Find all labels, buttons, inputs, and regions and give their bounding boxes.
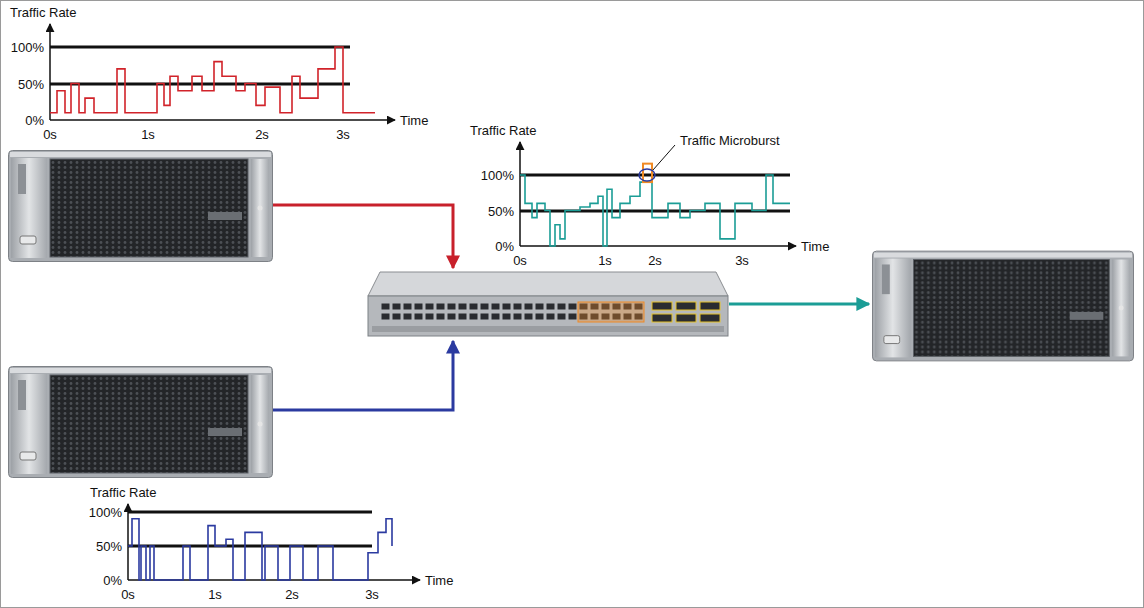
reference-line — [50, 83, 350, 86]
traffic-chart — [50, 24, 395, 120]
traffic-line — [128, 519, 392, 580]
axis-value: 0% — [25, 113, 44, 128]
axis-value: 0% — [103, 573, 122, 588]
time-tick: 1s — [141, 127, 155, 142]
server — [9, 367, 273, 478]
time-tick: 0s — [121, 587, 135, 602]
traffic-line — [520, 175, 790, 246]
switch-ports — [578, 302, 644, 322]
x-axis — [520, 245, 796, 247]
axis-title: Traffic Rate — [90, 485, 156, 500]
time-tick: 0s — [43, 127, 57, 142]
traffic-chart — [128, 504, 420, 580]
switch-front — [368, 296, 728, 336]
y-axis — [519, 142, 521, 246]
traffic-chart — [520, 142, 796, 246]
time-tick: 0s — [513, 253, 527, 268]
time-tick: 2s — [255, 127, 269, 142]
axis-value: 100% — [481, 168, 514, 183]
qsfp-port — [700, 314, 720, 322]
microburst-bar — [643, 164, 652, 182]
time-tick: 3s — [735, 253, 749, 268]
switch-ports — [380, 302, 644, 322]
axis-title: Traffic Rate — [470, 123, 536, 138]
axis-value: 50% — [18, 77, 44, 92]
axis-value: 100% — [11, 40, 44, 55]
qsfp-port — [652, 302, 672, 310]
axis-value: 50% — [488, 204, 514, 219]
traffic-line — [50, 47, 375, 113]
time-tick: 3s — [365, 587, 379, 602]
time-tick: 1s — [598, 253, 612, 268]
switch-base — [372, 326, 724, 332]
axis-value: 0% — [495, 239, 514, 254]
axis-title: Time — [425, 573, 453, 588]
server — [872, 251, 1133, 361]
qsfp-port — [676, 302, 696, 310]
axis-title: Traffic Rate — [10, 5, 76, 20]
time-tick: 3s — [336, 127, 350, 142]
network-switch — [368, 272, 728, 336]
leader-line — [653, 145, 675, 170]
time-tick: 2s — [285, 587, 299, 602]
axis-title: Time — [400, 113, 428, 128]
axis-value: 50% — [96, 539, 122, 554]
reference-line — [520, 210, 790, 213]
x-axis — [50, 119, 395, 121]
qsfp-port — [652, 314, 672, 322]
time-tick: 1s — [208, 587, 222, 602]
y-axis — [127, 504, 129, 580]
axis-value: 100% — [89, 505, 122, 520]
traffic-arrow — [273, 341, 453, 410]
switch-top — [368, 272, 728, 296]
qsfp-port — [676, 314, 696, 322]
reference-line — [128, 511, 372, 514]
reference-line — [50, 46, 350, 49]
time-tick: 2s — [648, 253, 662, 268]
traffic-arrow — [273, 205, 453, 268]
highlight-circle — [639, 169, 655, 181]
y-axis — [49, 24, 51, 120]
server — [9, 151, 273, 262]
traffic-arrow — [729, 303, 869, 306]
qsfp-port — [700, 302, 720, 310]
axis-title: Time — [801, 239, 829, 254]
reference-line — [128, 545, 372, 548]
callout-label: Traffic Microburst — [680, 133, 780, 148]
